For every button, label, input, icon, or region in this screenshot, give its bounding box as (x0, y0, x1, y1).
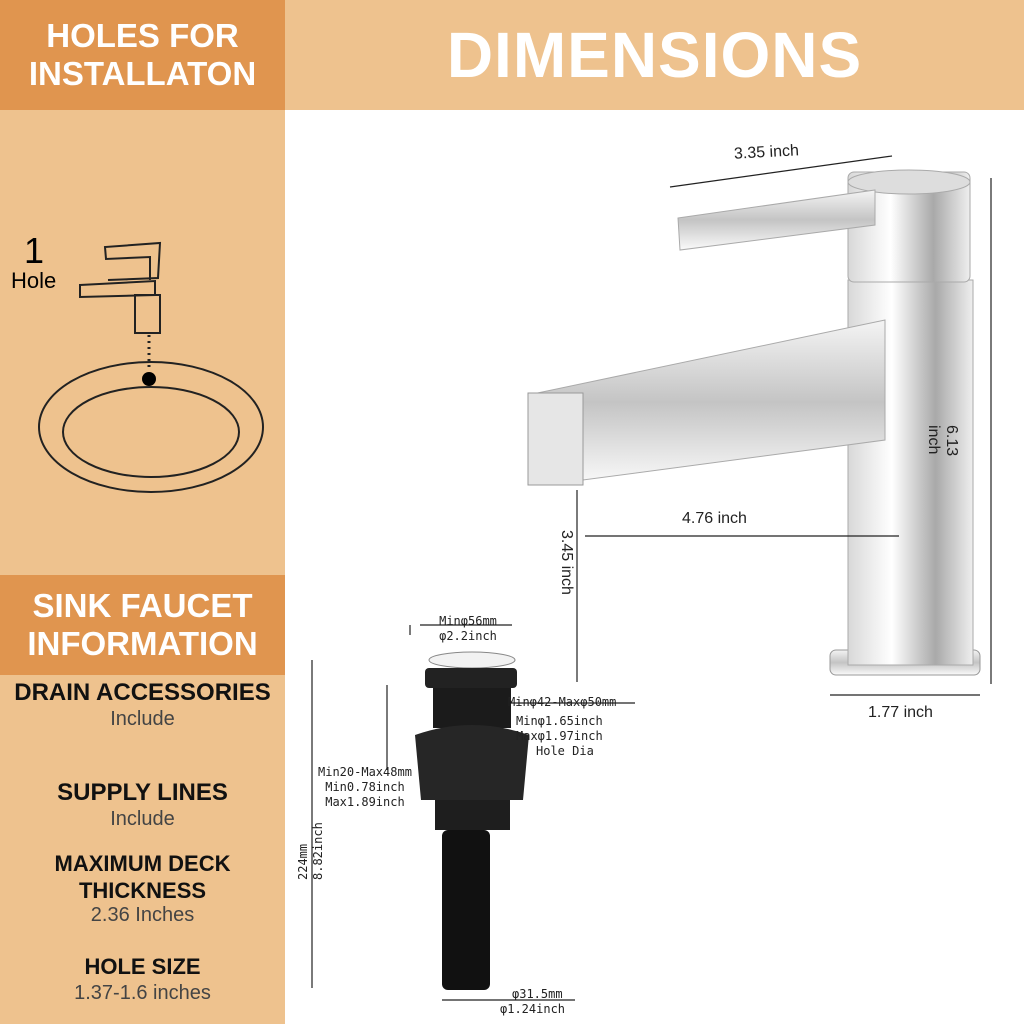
info-item-title: SUPPLY LINES (57, 779, 228, 806)
dimensions-title: DIMENSIONS (285, 0, 1024, 110)
drain-thickness-dim: Min20-Max48mm Min0.78inch Max1.89inch (318, 765, 412, 810)
info-hole-size: HOLE SIZE 1.37-1.6 inches (0, 952, 285, 1005)
info-title: SINK FAUCET INFORMATION (0, 575, 285, 675)
product-drawing (311, 155, 992, 1001)
info-item-title: MAXIMUM DECK THICKNESS (54, 851, 231, 903)
cap-mm: Minφ56mm (439, 614, 497, 628)
thick-mm: Min20-Max48mm (318, 765, 412, 779)
drain-image (415, 651, 529, 990)
drain-pipe-dim: φ31.5mm φ1.24inch (500, 987, 565, 1017)
hole-label: Hole Dia (536, 744, 594, 758)
dim-spout-reach: 4.76 inch (682, 510, 747, 527)
dim-height: 6.13 inch (925, 425, 960, 457)
faucet-image (527, 169, 981, 676)
cap-in: φ2.2inch (439, 629, 497, 643)
info-item-value: 2.36 Inches (90, 904, 195, 926)
info-item-title: DRAIN ACCESSORIES (14, 679, 271, 706)
info-item-value: Include (110, 808, 175, 830)
info-item-value: Include (110, 708, 175, 730)
hole-min-in: Minφ1.65inch (516, 714, 603, 728)
drain-cap-dim: Minφ56mm φ2.2inch (428, 614, 508, 644)
dim-base: 1.77 inch (868, 704, 933, 721)
hole-max-in: Maxφ1.97inch (516, 729, 603, 743)
info-item-value: 1.37-1.6 inches (74, 982, 211, 1004)
pipe-in: φ1.24inch (500, 1002, 566, 1016)
hole-label: Hole (11, 268, 57, 293)
thick-max-in: Max1.89inch (325, 795, 405, 809)
drain-length-dim: 224mm 8.82inch (296, 822, 326, 880)
sink-hole-diagram (38, 241, 264, 493)
dimension-lines (311, 155, 992, 1001)
holes-title: HOLES FOR INSTALLATON (0, 0, 285, 110)
length-mm: 224mm (296, 843, 310, 880)
left-panel (0, 0, 285, 1024)
info-drain: DRAIN ACCESSORIES Include (0, 678, 285, 731)
thick-min-in: Min0.78inch (325, 780, 405, 794)
dim-spout-height: 3.45 inch (558, 530, 575, 595)
pipe-mm: φ31.5mm (512, 987, 563, 1001)
drain-hole-dim: Minφ42-Maxφ50mm Minφ1.65inch Maxφ1.97inc… (508, 695, 616, 759)
info-deck: MAXIMUM DECK THICKNESS 2.36 Inches (0, 850, 285, 927)
hole-count: 1 (24, 230, 45, 271)
length-in: 8.82inch (311, 822, 325, 880)
dim-handle-length: 3.35 inch (733, 142, 800, 163)
info-item-title: HOLE SIZE (84, 954, 201, 979)
info-supply: SUPPLY LINES Include (0, 778, 285, 831)
hole-mm: Minφ42-Maxφ50mm (508, 695, 617, 709)
